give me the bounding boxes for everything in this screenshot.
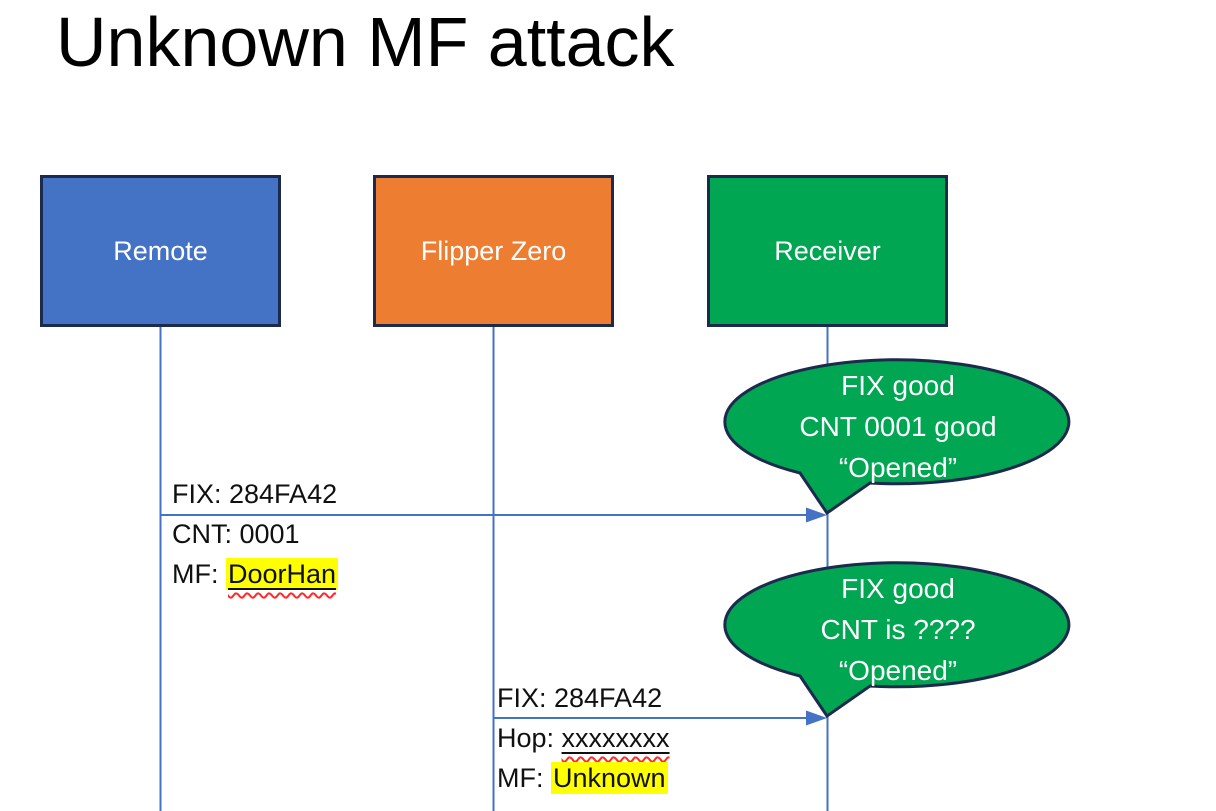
- actor-box-receiver: Receiver: [707, 175, 948, 327]
- actor-box-remote: Remote: [40, 175, 281, 327]
- actor-label-remote: Remote: [113, 235, 208, 266]
- message2-hop-value-underlined: xxxxxxxx: [561, 723, 670, 753]
- callout2-line-fix: FIX good: [841, 573, 955, 604]
- callout-bubble-receiver-response-2: [723, 561, 1071, 719]
- actor-label-receiver: Receiver: [774, 235, 881, 266]
- callout-text-2: FIX good CNT is ???? “Opened”: [726, 568, 1070, 691]
- message1-fix-line: FIX: 284FA42: [172, 479, 338, 509]
- message2-mf-value-highlighted: Unknown: [551, 762, 668, 794]
- arrowhead-flipper-to-receiver: [806, 710, 827, 726]
- message2-fix-line: FIX: 284FA42: [497, 683, 663, 713]
- callout1-line-fix: FIX good: [841, 370, 955, 401]
- message2-hop-prefix: Hop:: [497, 723, 562, 753]
- callout2-line-opened: “Opened”: [838, 655, 958, 686]
- message2-label-block: FIX: 284FA42 Hop: xxxxxxxx MF: Unknown: [497, 678, 670, 798]
- message1-mf-prefix: MF:: [172, 559, 226, 589]
- callout-bubble-receiver-response-1: [723, 358, 1071, 516]
- message1-cnt-line: CNT: 0001: [172, 519, 300, 549]
- spellcheck-squiggle: DoorHan: [226, 558, 339, 590]
- message2-mf-line: MF: Unknown: [497, 758, 670, 798]
- message2-hop-line: Hop: xxxxxxxx: [497, 718, 670, 758]
- callout1-line-opened: “Opened”: [838, 452, 958, 483]
- callout2-line-cnt: CNT is ????: [820, 614, 976, 645]
- actor-label-flipper-zero: Flipper Zero: [420, 235, 567, 266]
- arrowhead-remote-to-receiver: [806, 507, 827, 523]
- message1-label-block: FIX: 284FA42 CNT: 0001 MF: DoorHan: [172, 474, 339, 594]
- slide-title: Unknown MF attack: [56, 3, 675, 81]
- spellcheck-squiggle: xxxxxxxx: [562, 723, 670, 753]
- callout1-line-cnt: CNT 0001 good: [799, 411, 997, 442]
- actor-box-flipper-zero: Flipper Zero: [373, 175, 614, 327]
- callout-text-1: FIX good CNT 0001 good “Opened”: [726, 365, 1070, 488]
- message2-mf-prefix: MF:: [497, 763, 551, 793]
- message1-mf-value-highlighted: DoorHan: [226, 558, 339, 590]
- message1-mf-line: MF: DoorHan: [172, 554, 339, 594]
